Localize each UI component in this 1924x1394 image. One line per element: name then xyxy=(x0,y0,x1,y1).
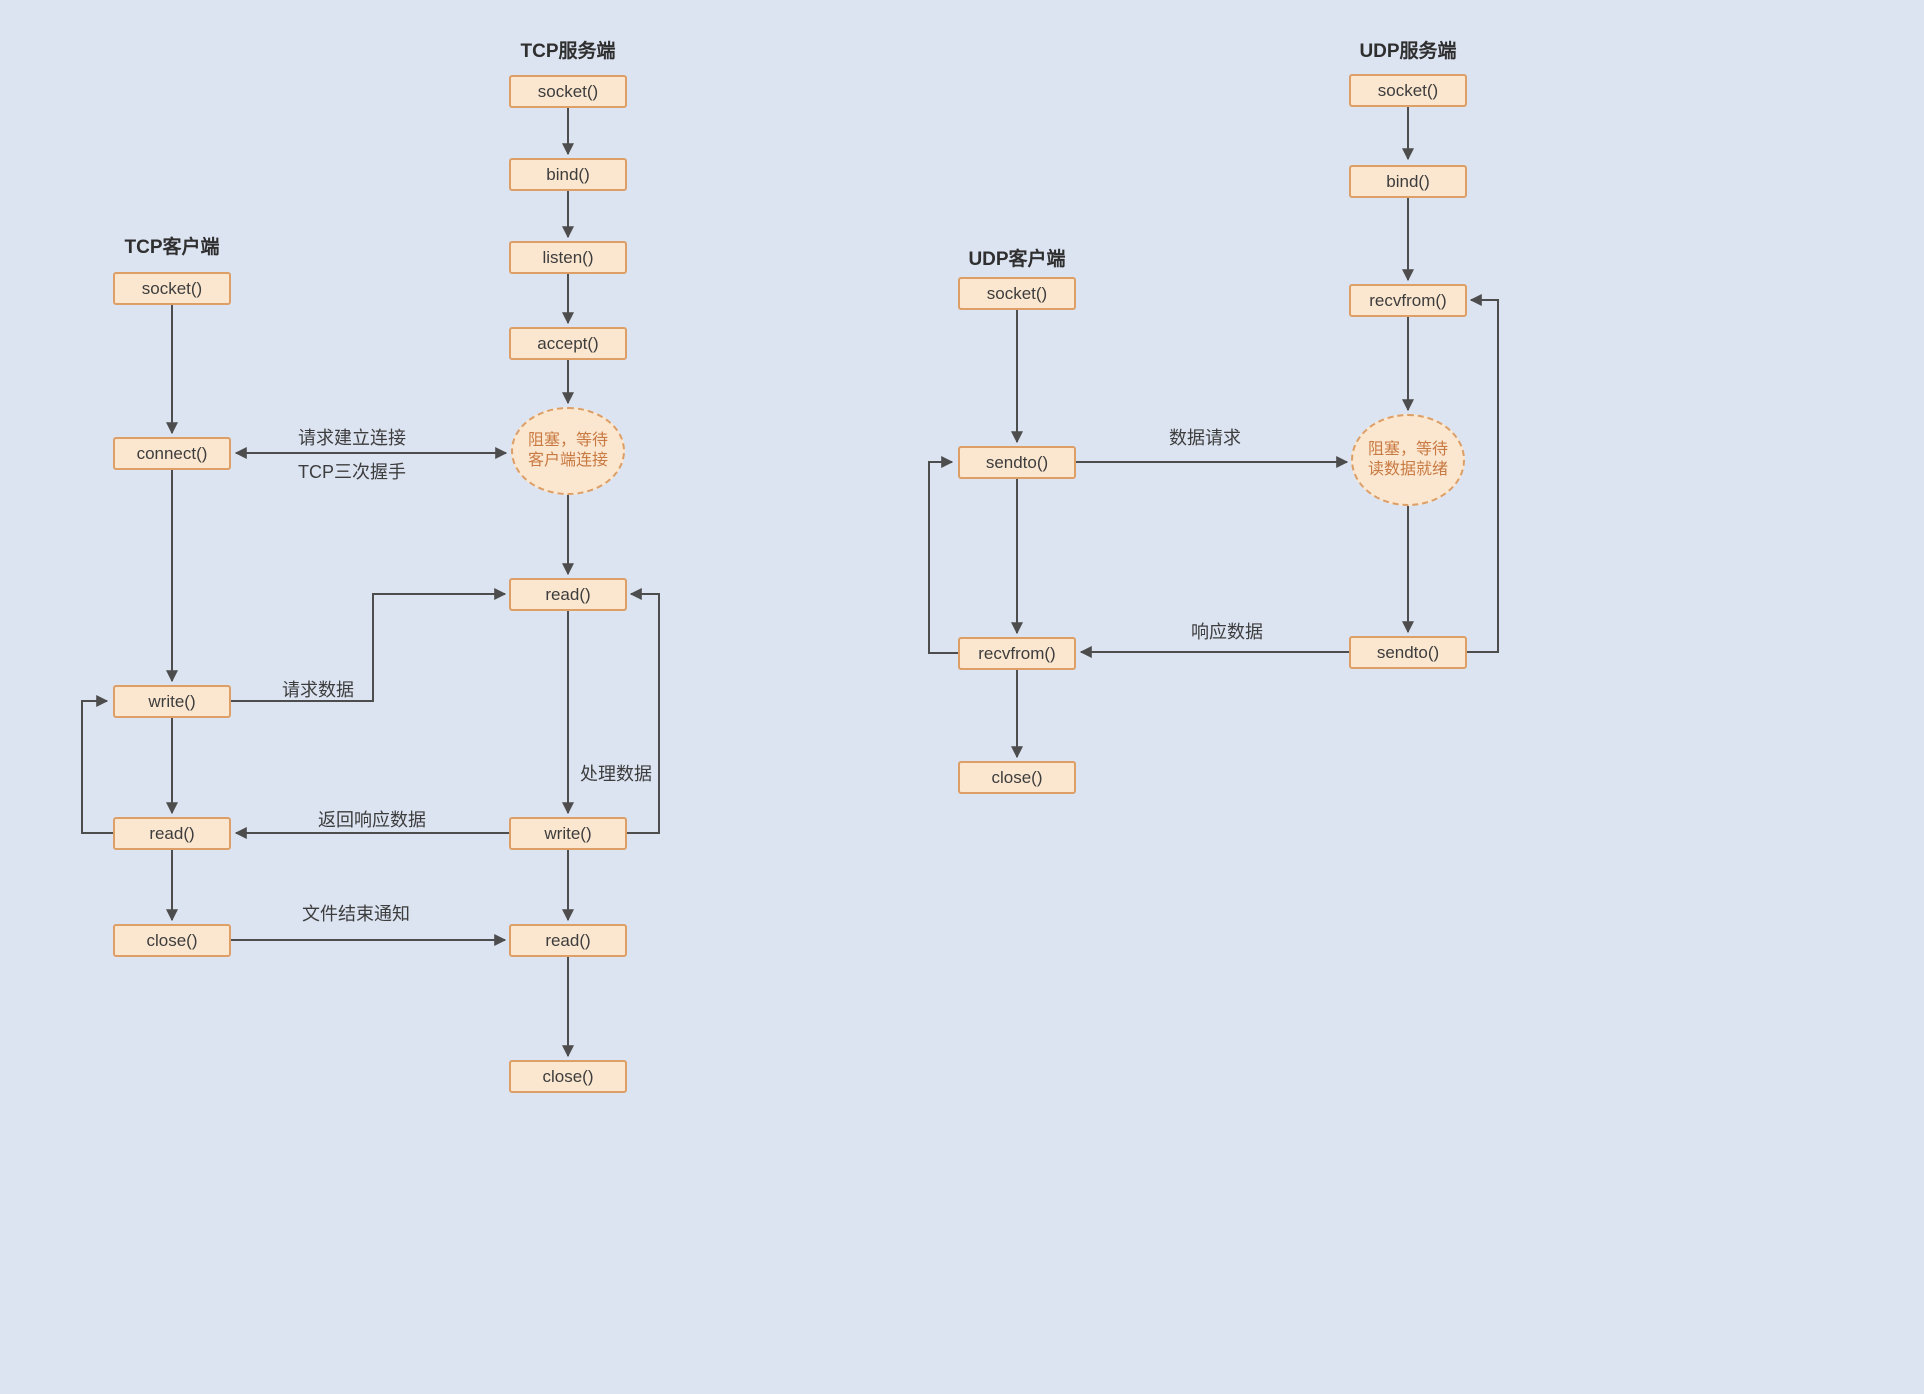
tcp-client-write-node: write() xyxy=(113,685,231,718)
udp-server-sendto-node: sendto() xyxy=(1349,636,1467,669)
arrow-udp-server-sendto-recvfrom-loop xyxy=(1467,294,1499,653)
tcp-server-accept-node: accept() xyxy=(509,327,627,360)
tcp-server-block-ellipse: 阻塞，等待客户端连接 xyxy=(511,407,625,495)
tcp-handshake-label-line2: TCP三次握手 xyxy=(298,462,406,482)
tcp-server-read1-node: read() xyxy=(509,578,627,611)
tcp-server-socket-node: socket() xyxy=(509,75,627,108)
udp-server-block-ellipse: 阻塞，等待读数据就绪 xyxy=(1351,414,1465,506)
tcp-handshake-label-line1: 请求建立连接 xyxy=(298,428,406,448)
arrow-tcp-client-read-write-loop xyxy=(81,695,113,834)
udp-server-socket-node: socket() xyxy=(1349,74,1467,107)
tcp-eof-notice-label: 文件结束通知 xyxy=(302,904,410,924)
udp-request-label: 数据请求 xyxy=(1169,428,1241,448)
udp-response-label: 响应数据 xyxy=(1191,622,1263,642)
tcp-server-write-node: write() xyxy=(509,817,627,850)
tcp-client-socket-node: socket() xyxy=(113,272,231,305)
udp-client-close-node: close() xyxy=(958,761,1076,794)
tcp-client-connect-node: connect() xyxy=(113,437,231,470)
arrow-tcp-server-write-read1-loop xyxy=(627,588,660,834)
udp-client-recvfrom-node: recvfrom() xyxy=(958,637,1076,670)
udp-server-title: UDP服务端 xyxy=(1359,41,1457,62)
tcp-client-read-node: read() xyxy=(113,817,231,850)
tcp-server-title: TCP服务端 xyxy=(520,41,616,62)
tcp-server-close-node: close() xyxy=(509,1060,627,1093)
udp-server-recvfrom-node: recvfrom() xyxy=(1349,284,1467,317)
tcp-response-data-label: 返回响应数据 xyxy=(318,810,426,830)
tcp-server-read2-node: read() xyxy=(509,924,627,957)
udp-server-bind-node: bind() xyxy=(1349,165,1467,198)
arrow-tcp-request-data xyxy=(231,588,507,702)
udp-client-sendto-node: sendto() xyxy=(958,446,1076,479)
tcp-server-bind-node: bind() xyxy=(509,158,627,191)
udp-client-title: UDP客户端 xyxy=(968,249,1066,270)
tcp-server-listen-node: listen() xyxy=(509,241,627,274)
arrow-udp-client-recvfrom-sendto-loop xyxy=(928,456,958,654)
tcp-process-data-label: 处理数据 xyxy=(580,764,652,784)
udp-client-socket-node: socket() xyxy=(958,277,1076,310)
tcp-client-close-node: close() xyxy=(113,924,231,957)
tcp-client-title: TCP客户端 xyxy=(124,237,220,258)
tcp-request-data-label: 请求数据 xyxy=(282,680,354,700)
